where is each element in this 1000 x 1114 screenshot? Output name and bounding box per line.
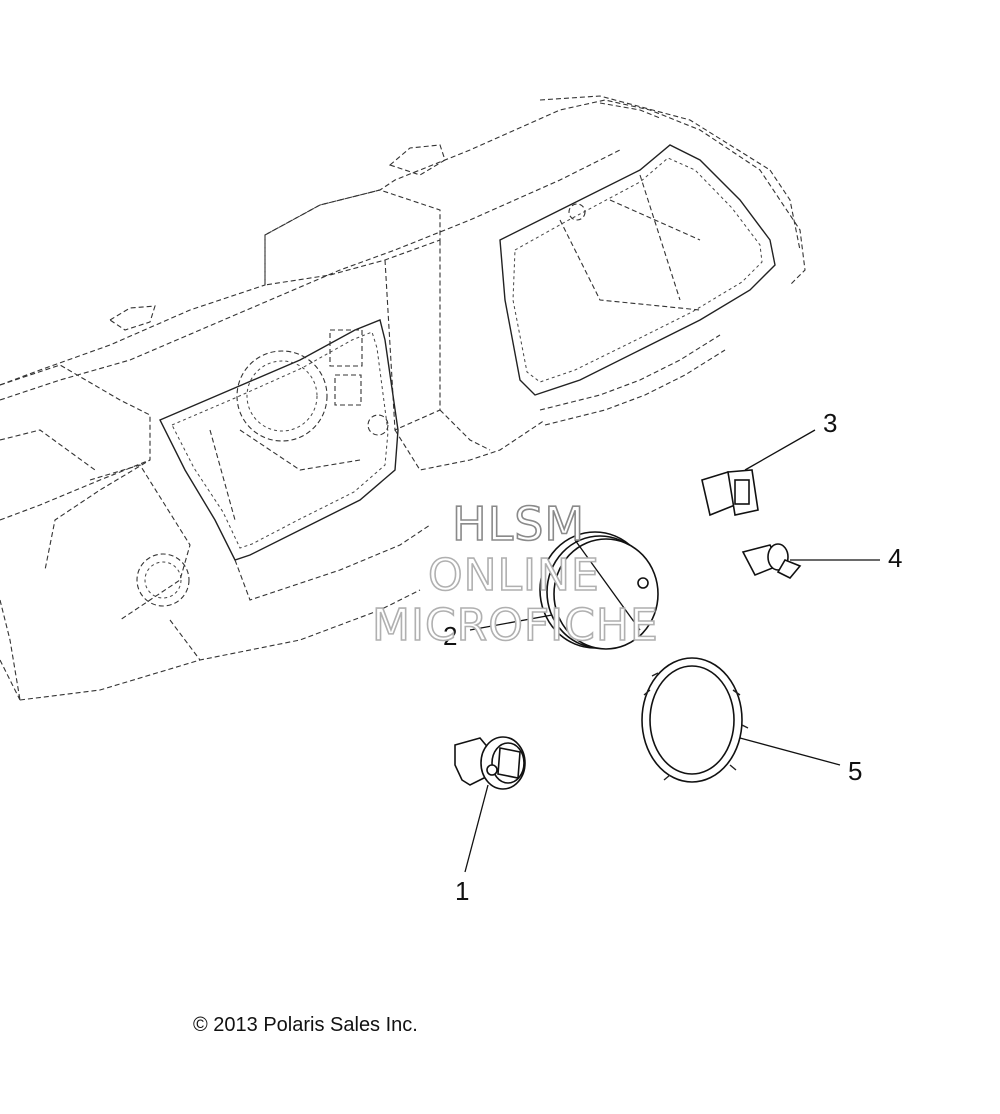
callout-2: 2 [443, 621, 457, 651]
part-4-bulb [741, 543, 802, 579]
watermark-line-1: HLSM [452, 497, 585, 551]
part-1-key-switch [454, 736, 526, 790]
leader-1 [464, 784, 489, 873]
leader-2 [469, 614, 553, 631]
part-5-retaining-ring [641, 657, 749, 783]
callout-5: 5 [848, 756, 862, 786]
leader-5 [739, 737, 841, 766]
part-3-rocker-switch [701, 469, 759, 517]
leader-3 [744, 429, 816, 471]
callout-3: 3 [823, 408, 837, 438]
watermark-line-2: ONLINE [428, 550, 600, 601]
callout-1: 1 [455, 876, 469, 906]
dashboard-phantom [0, 95, 806, 701]
callout-4: 4 [888, 543, 902, 573]
watermark-line-3: MICROFICHE [372, 600, 659, 651]
part-2-gauge [539, 531, 659, 650]
copyright-text: © 2013 Polaris Sales Inc. [193, 1014, 418, 1036]
